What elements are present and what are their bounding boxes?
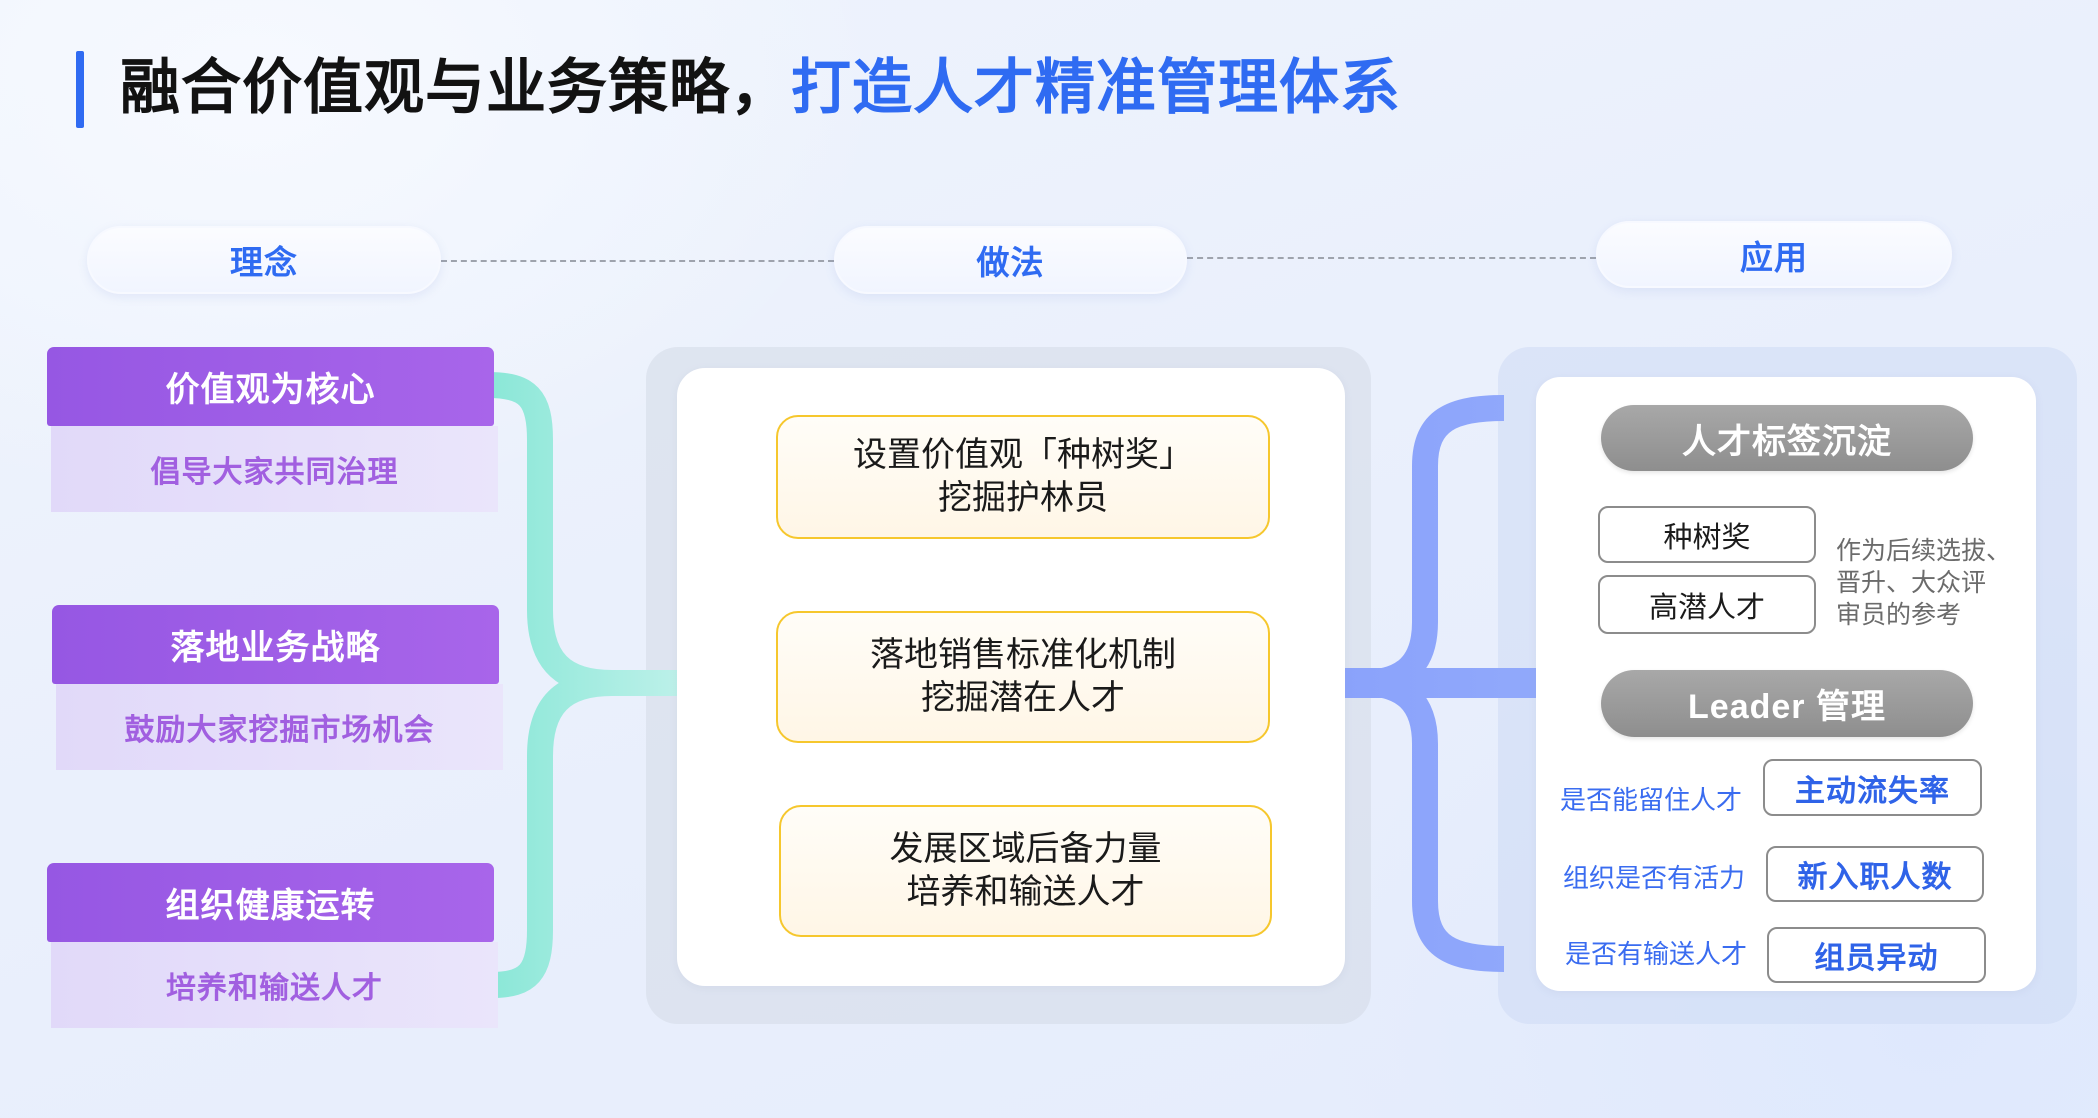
blue-connector <box>1335 395 1545 972</box>
concept-subtitle: 鼓励大家挖掘市场机会 <box>56 684 503 770</box>
talent-tag: 高潜人才 <box>1598 575 1816 634</box>
teal-connector-top-arm <box>487 372 613 696</box>
practice-card: 发展区域后备力量 培养和输送人才 <box>779 805 1272 937</box>
title-highlight-text: 打造人才精准管理体系 <box>791 54 1401 121</box>
practice-card-line: 落地销售标准化机制 <box>870 636 1176 674</box>
dashed-connector <box>1187 257 1596 259</box>
stage-header-concept: 理念 <box>87 226 441 294</box>
concept-item: 价值观为核心 倡导大家共同治理 <box>47 347 498 512</box>
stage-header-label: 应用 <box>1740 238 1808 276</box>
note-line: 晋升、大众评 <box>1836 569 1987 597</box>
dashed-connector <box>441 260 834 262</box>
teal-connector-bottom-arm <box>491 670 613 998</box>
concept-title: 落地业务战略 <box>52 605 499 684</box>
concept-title: 组织健康运转 <box>47 863 494 942</box>
talent-tags-heading: 人才标签沉淀 <box>1601 405 1973 471</box>
note-line: 审员的参考 <box>1836 601 1962 629</box>
page-title: 融合价值观与业务策略，打造人才精准管理体系 <box>120 54 1401 122</box>
title-accent-bar <box>76 51 84 128</box>
blue-connector-bottom-arm <box>1361 670 1505 972</box>
note-line: 作为后续选拔、 <box>1836 537 2012 565</box>
stage-header-label: 做法 <box>976 244 1045 281</box>
blue-connector-top-arm <box>1361 395 1505 696</box>
concept-item: 落地业务战略 鼓励大家挖掘市场机会 <box>52 605 503 770</box>
leader-check-metric: 新入职人数 <box>1766 846 1984 902</box>
practice-card-line: 培养和输送人才 <box>906 873 1145 911</box>
talent-tag: 种树奖 <box>1598 506 1816 563</box>
title-lead-text: 融合价值观与业务策略， <box>120 54 791 121</box>
practice-card: 落地销售标准化机制 挖掘潜在人才 <box>776 611 1270 743</box>
concept-subtitle: 倡导大家共同治理 <box>51 426 498 512</box>
leader-management-heading: Leader 管理 <box>1601 670 1973 737</box>
stage-header-label: 理念 <box>230 244 298 281</box>
practice-card-line: 挖掘护林员 <box>938 479 1108 517</box>
leader-check-question: 是否有输送人才 <box>1565 939 1748 969</box>
concept-item: 组织健康运转 培养和输送人才 <box>47 863 498 1028</box>
leader-check-metric: 组员异动 <box>1767 927 1986 983</box>
concept-title: 价值观为核心 <box>47 347 494 426</box>
practice-card-line: 设置价值观「种树奖」 <box>853 436 1193 474</box>
leader-check-question: 是否能留住人才 <box>1560 785 1743 815</box>
practice-card: 设置价值观「种树奖」 挖掘护林员 <box>776 415 1270 539</box>
practice-card-line: 挖掘潜在人才 <box>921 679 1125 717</box>
talent-tags-note: 作为后续选拔、 晋升、大众评 审员的参考 <box>1836 535 2026 631</box>
stage-header-application: 应用 <box>1596 221 1952 288</box>
leader-check-question: 组织是否有活力 <box>1563 863 1746 893</box>
teal-connector <box>487 372 690 998</box>
practice-card-line: 发展区域后备力量 <box>889 830 1162 868</box>
concept-subtitle: 培养和输送人才 <box>51 942 498 1028</box>
stage-header-practice: 做法 <box>834 226 1187 294</box>
leader-check-metric: 主动流失率 <box>1763 759 1982 816</box>
